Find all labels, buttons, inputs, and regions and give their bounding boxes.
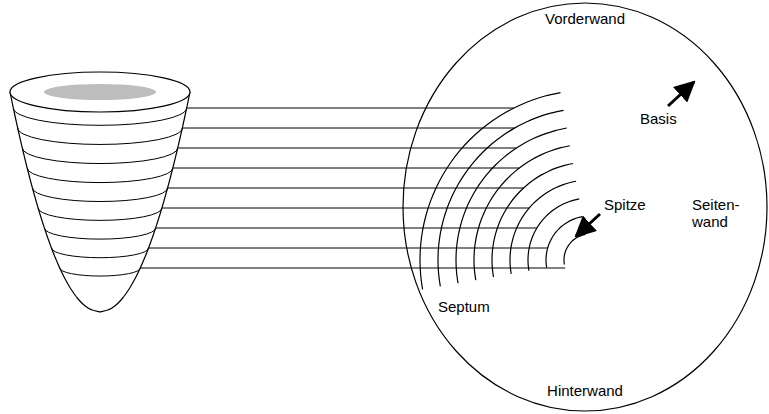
wall-label: Hinterwand (547, 382, 623, 399)
region-label: Spitze (604, 196, 646, 213)
basis-arrow (668, 82, 694, 106)
wall-label: Septum (438, 298, 490, 315)
polar-rings (420, 93, 585, 290)
ventricle-drawing (10, 72, 190, 312)
wall-label: Seiten- wand (692, 196, 742, 230)
region-label: Basis (640, 110, 677, 127)
spitze-arrow (576, 214, 600, 236)
slice-leaders (140, 108, 565, 268)
polar-map-outline (403, 3, 767, 411)
wall-label: Vorderwand (545, 10, 625, 27)
